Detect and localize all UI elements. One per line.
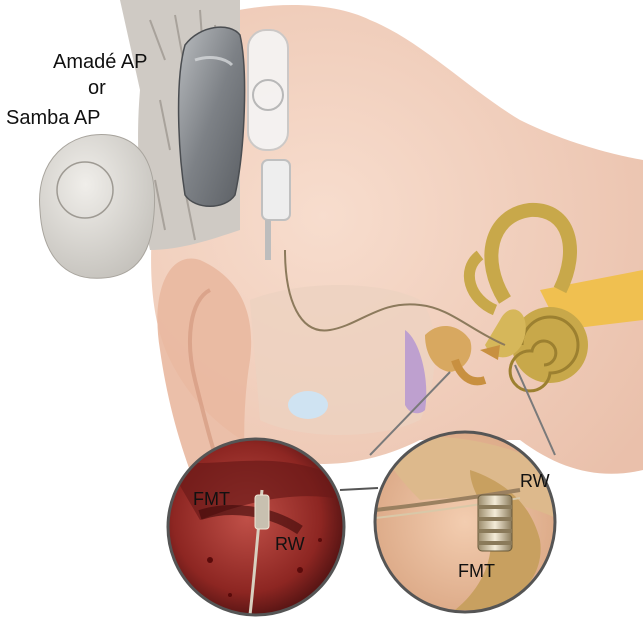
schematic-zoom-view xyxy=(375,432,560,612)
processor-dark xyxy=(179,27,245,206)
schematic-rw-label: RW xyxy=(520,472,550,490)
schematic-fmt-label: FMT xyxy=(458,562,495,580)
endoscopic-rw-label: RW xyxy=(275,535,305,553)
processor-label-line1: Amadé AP xyxy=(53,52,148,72)
processor-label-line2: or xyxy=(88,78,106,98)
processor-light xyxy=(40,134,155,278)
processor-label-line3: Samba AP xyxy=(6,108,101,128)
ear-canal xyxy=(288,391,328,419)
skull-section xyxy=(250,285,435,435)
endoscopic-view xyxy=(165,439,345,615)
circle-connector xyxy=(340,488,378,490)
endoscopic-fmt-label: FMT xyxy=(193,490,230,508)
